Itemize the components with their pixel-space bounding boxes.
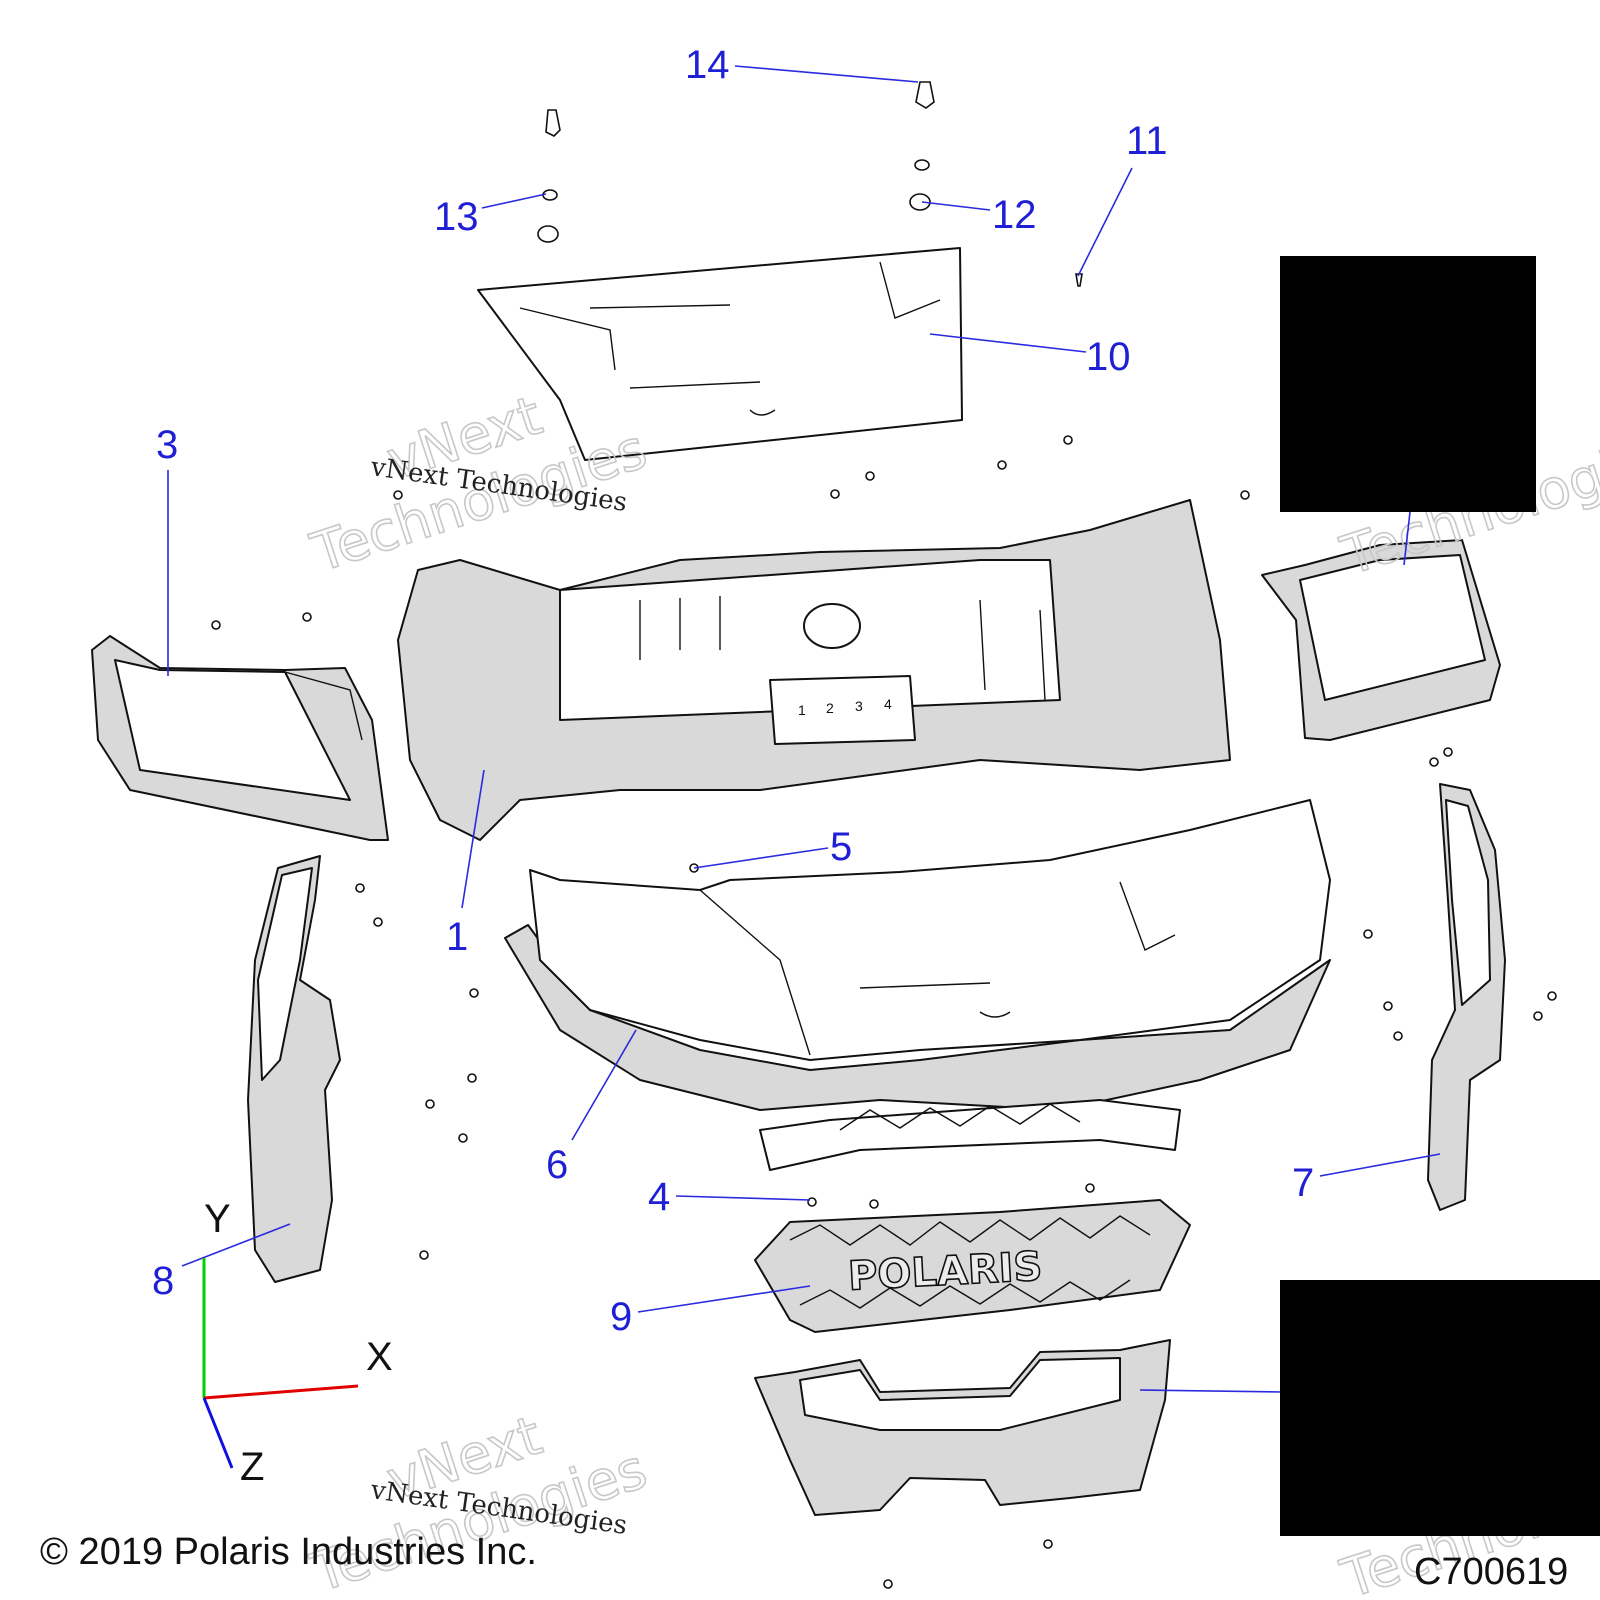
copyright-notice: © 2019 Polaris Industries Inc.	[40, 1531, 537, 1573]
fastener-d[interactable]	[830, 489, 840, 499]
fastener-n[interactable]	[458, 1133, 468, 1143]
part-skid-plate[interactable]	[754, 1339, 1171, 1516]
fastener-z[interactable]	[1043, 1539, 1053, 1549]
callout-3[interactable]: 3	[156, 423, 178, 467]
fastener-s[interactable]	[1383, 1001, 1393, 1011]
fastener-w[interactable]	[1429, 757, 1439, 767]
redaction-box-top	[1280, 256, 1536, 512]
panel-number-1: 1	[798, 702, 806, 718]
fastener-j[interactable]	[373, 917, 383, 927]
fastener-m[interactable]	[425, 1099, 435, 1109]
panel-number-4: 4	[884, 696, 892, 712]
callout-9[interactable]: 9	[610, 1295, 632, 1339]
part-10-hood[interactable]	[477, 247, 963, 461]
grille-logo: POLARIS	[847, 1244, 1043, 1300]
part-8-left-fender[interactable]	[247, 855, 341, 1283]
fastener-group	[211, 81, 1557, 1589]
callout-7[interactable]: 7	[1292, 1161, 1314, 1205]
fastener-x[interactable]	[1443, 747, 1453, 757]
fastener-v[interactable]	[1547, 991, 1557, 1001]
fastener-l[interactable]	[467, 1073, 477, 1083]
part-7-right-fender[interactable]	[1427, 783, 1506, 1211]
axis-z-line	[202, 1397, 234, 1469]
fastener-14-right[interactable]	[915, 81, 935, 109]
fastener-e[interactable]	[865, 471, 875, 481]
part-6-front-fascia[interactable]	[504, 799, 1331, 1171]
fastener-b[interactable]	[302, 612, 312, 622]
fastener-c[interactable]	[393, 490, 403, 500]
fastener-r[interactable]	[1363, 929, 1373, 939]
leader-lines	[167, 65, 1441, 1393]
fastener-f[interactable]	[997, 460, 1007, 470]
fastener-14-left[interactable]	[545, 109, 561, 137]
fastener-k[interactable]	[469, 988, 479, 998]
part-3-left-side-panel[interactable]	[91, 635, 389, 841]
panel-number-2: 2	[826, 700, 834, 716]
panel-number-3: 3	[855, 698, 863, 714]
callout-4[interactable]: 4	[648, 1175, 670, 1219]
axis-x-label: X	[366, 1335, 393, 1379]
axis-y-label: Y	[204, 1197, 231, 1241]
fastener-u[interactable]	[1533, 1011, 1543, 1021]
callout-10[interactable]: 10	[1086, 335, 1131, 379]
fastener-q[interactable]	[1085, 1183, 1095, 1193]
fastener-a[interactable]	[211, 620, 221, 630]
fastener-p[interactable]	[869, 1199, 879, 1209]
callout-6[interactable]: 6	[546, 1143, 568, 1187]
axis-z-label: Z	[240, 1445, 264, 1489]
grommet-12[interactable]	[909, 193, 931, 211]
part-right-side-panel[interactable]	[1261, 539, 1501, 741]
drawing-number: C700619	[1414, 1551, 1568, 1593]
callout-12[interactable]: 12	[992, 193, 1037, 237]
fastener-g[interactable]	[1063, 435, 1073, 445]
fastener-y[interactable]	[883, 1579, 893, 1589]
part-9-grille[interactable]: POLARIS	[754, 1199, 1191, 1333]
washer-12-top[interactable]	[914, 159, 930, 171]
callout-11[interactable]: 11	[1126, 119, 1168, 163]
fastener-h[interactable]	[1240, 490, 1250, 500]
fastener-o[interactable]	[419, 1250, 429, 1260]
callout-5[interactable]: 5	[830, 825, 852, 869]
callout-14[interactable]: 14	[685, 43, 730, 87]
axis-x-line	[203, 1384, 359, 1400]
screw-11[interactable]	[1075, 273, 1083, 287]
callout-labels: 14 13 12 11 10 3 1 5 6 4 7 8 9	[152, 43, 1314, 1339]
part-1-body[interactable]: 1 2 3 4	[397, 499, 1231, 841]
redaction-box-bottom	[1280, 1280, 1600, 1536]
callout-8[interactable]: 8	[152, 1259, 174, 1303]
fastener-t[interactable]	[1393, 1031, 1403, 1041]
grommet-left[interactable]	[537, 225, 559, 243]
fastener-i[interactable]	[355, 883, 365, 893]
callout-1[interactable]: 1	[446, 915, 468, 959]
callout-13[interactable]: 13	[434, 195, 479, 239]
axis-triad: Y X Z	[202, 1197, 393, 1489]
